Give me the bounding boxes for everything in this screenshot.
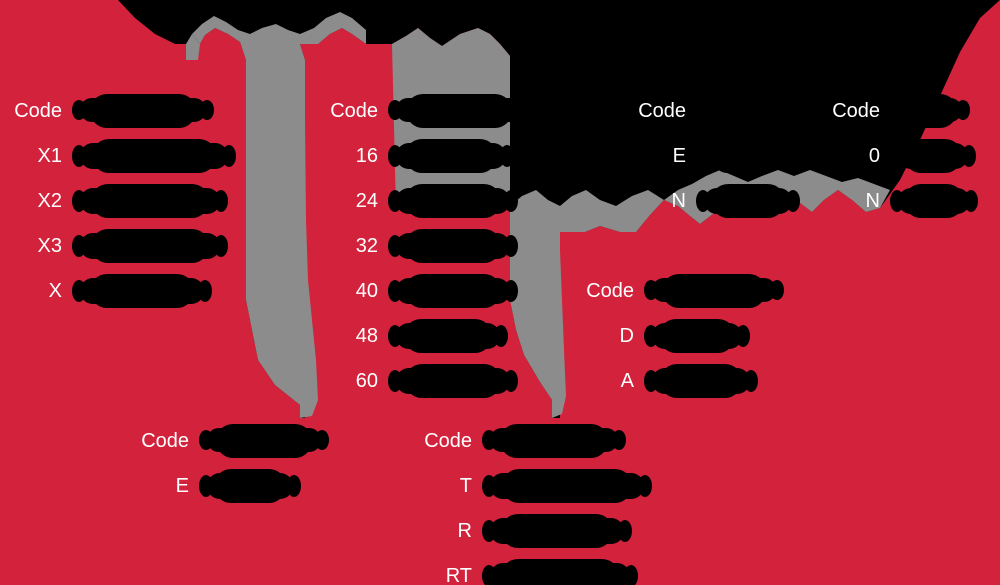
redacted-header-value [199,423,329,458]
table-row[interactable]: E [137,463,321,508]
gray-connector-left [192,12,366,418]
column-header-code: Code [330,99,378,122]
row-code-x2: X2 [37,189,62,212]
redacted-value [890,138,976,173]
table-x-series: Code X1 X2 X3 X [10,88,236,313]
row-code-16: 16 [355,144,378,167]
table-row[interactable]: N [828,178,978,223]
gray-nub-left [186,34,200,60]
table-header-row: Code [10,88,228,133]
redacted-value [388,183,518,218]
table-numeric-series: Code 16 24 32 40 [328,88,530,403]
table-row[interactable]: 0 [828,133,976,178]
row-code-t: T [459,474,472,497]
redacted-value [482,468,652,503]
redacted-header-value [890,93,970,128]
redacted-header-value [72,93,214,128]
table-row[interactable]: X1 [10,133,236,178]
redacted-value [696,138,796,173]
redacted-value [388,228,518,263]
redacted-value [72,228,228,263]
column-header-code: Code [424,429,472,452]
table-row[interactable]: 60 [328,358,522,403]
column-header-code: Code [638,99,686,122]
table-row[interactable]: 40 [328,268,522,313]
row-code-d: D [619,324,634,347]
redacted-value [388,363,518,398]
column-header-code: Code [586,279,634,302]
redacted-value [644,318,750,353]
row-code-a: A [620,369,634,392]
redacted-value [388,318,508,353]
redacted-value [72,138,236,173]
row-code-24: 24 [355,189,378,212]
redacted-value [696,183,800,218]
column-header-code: Code [14,99,62,122]
redacted-value [388,273,518,308]
row-code-60: 60 [355,369,378,392]
table-row[interactable]: T [420,463,652,508]
table-row[interactable]: 24 [328,178,522,223]
redacted-value [482,558,638,585]
table-row[interactable]: A [582,358,776,403]
table-header-row: Code [582,268,784,313]
table-row[interactable]: E [634,133,796,178]
column-header-code: Code [832,99,880,122]
row-code-40: 40 [355,279,378,302]
redacted-header-value [482,423,626,458]
row-code-n: N [671,189,686,212]
column-header-code: Code [141,429,189,452]
table-trt-series: Code T R RT [420,418,652,585]
row-code-x1: X1 [37,144,62,167]
redacted-value [72,273,212,308]
redacted-value [199,468,301,503]
row-code-0: 0 [868,144,880,167]
row-code-48: 48 [355,324,378,347]
table-header-row: Code [328,88,530,133]
redacted-header-value [696,93,788,128]
table-row[interactable]: 16 [328,133,522,178]
table-en-series: Code E N [634,88,800,223]
table-row[interactable]: 32 [328,223,522,268]
row-code-rt: RT [445,564,472,585]
redacted-value [482,513,632,548]
table-da-series: Code D A [582,268,784,403]
table-row[interactable]: 48 [328,313,522,358]
table-row[interactable]: X [10,268,228,313]
table-row[interactable]: X3 [10,223,228,268]
redacted-header-value [644,273,784,308]
redacted-value [388,138,514,173]
table-0n-series: Code 0 N [828,88,978,223]
table-row[interactable]: RT [420,553,644,585]
table-header-row: Code [634,88,792,133]
row-code-x3: X3 [37,234,62,257]
table-row[interactable]: R [420,508,644,553]
table-e-series: Code E [137,418,329,508]
table-header-row: Code [137,418,329,463]
table-row[interactable]: D [582,313,776,358]
row-code-e: E [672,144,686,167]
redacted-value [890,183,978,218]
redacted-value [644,363,758,398]
row-code-x: X [48,279,62,302]
redacted-value [72,183,228,218]
table-header-row: Code [420,418,644,463]
table-row[interactable]: X2 [10,178,228,223]
row-code-n: N [865,189,880,212]
table-row[interactable]: N [634,178,800,223]
redacted-header-value [388,93,530,128]
table-header-row: Code [828,88,970,133]
row-code-r: R [457,519,472,542]
row-code-32: 32 [355,234,378,257]
row-code-e: E [175,474,189,497]
